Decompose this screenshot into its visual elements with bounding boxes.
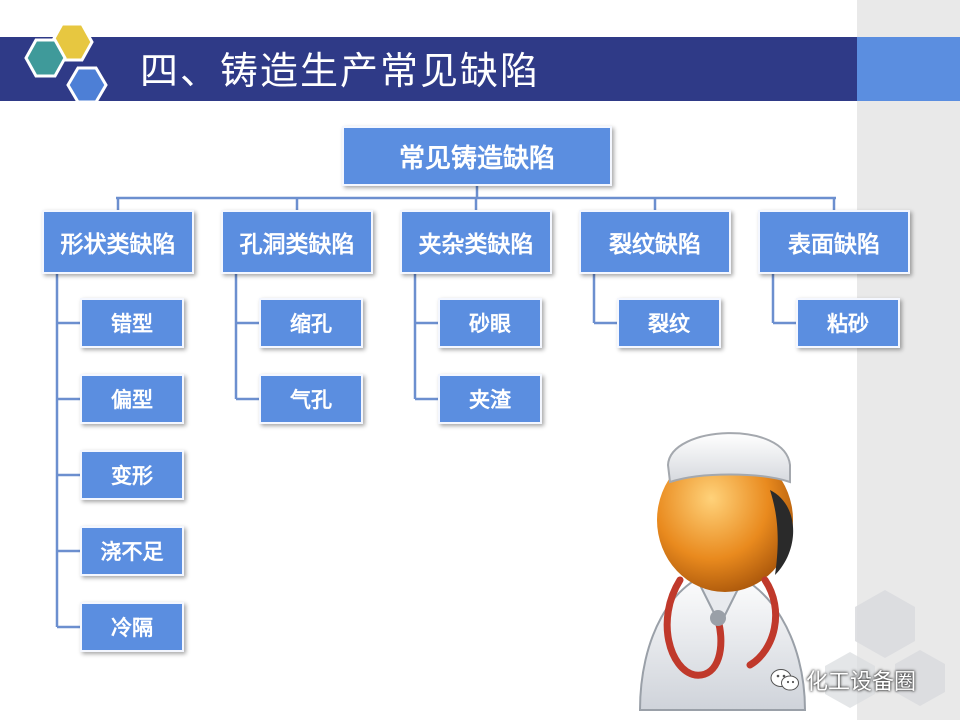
watermark-text: 化工设备圈 bbox=[806, 670, 917, 695]
title-accent-block bbox=[857, 37, 960, 101]
category-node: 表面缺陷 bbox=[758, 210, 910, 274]
category-node: 形状类缺陷 bbox=[42, 210, 194, 274]
hexagon-decoration-icon bbox=[825, 590, 945, 708]
defect-item: 浇不足 bbox=[80, 526, 184, 576]
defect-item: 缩孔 bbox=[259, 298, 363, 348]
defect-item: 气孔 bbox=[259, 374, 363, 424]
defect-item: 错型 bbox=[80, 298, 184, 348]
category-node: 裂纹缺陷 bbox=[579, 210, 731, 274]
defect-item: 变形 bbox=[80, 450, 184, 500]
wechat-icon bbox=[770, 669, 799, 691]
category-node: 夹杂类缺陷 bbox=[400, 210, 552, 274]
defect-item: 裂纹 bbox=[617, 298, 721, 348]
defect-item: 粘砂 bbox=[796, 298, 900, 348]
defect-item: 冷隔 bbox=[80, 602, 184, 652]
hexagon-logo-icon bbox=[24, 22, 108, 104]
defect-item: 偏型 bbox=[80, 374, 184, 424]
title-bar bbox=[0, 37, 857, 101]
defect-item: 夹渣 bbox=[438, 374, 542, 424]
stethoscope-icon bbox=[663, 576, 725, 679]
doctor-icon bbox=[638, 432, 807, 711]
page-title: 四、铸造生产常见缺陷 bbox=[140, 49, 541, 93]
watermark: 化工设备圈 bbox=[770, 664, 916, 696]
root-node: 常见铸造缺陷 bbox=[342, 126, 612, 186]
category-node: 孔洞类缺陷 bbox=[221, 210, 373, 274]
defect-item: 砂眼 bbox=[438, 298, 542, 348]
